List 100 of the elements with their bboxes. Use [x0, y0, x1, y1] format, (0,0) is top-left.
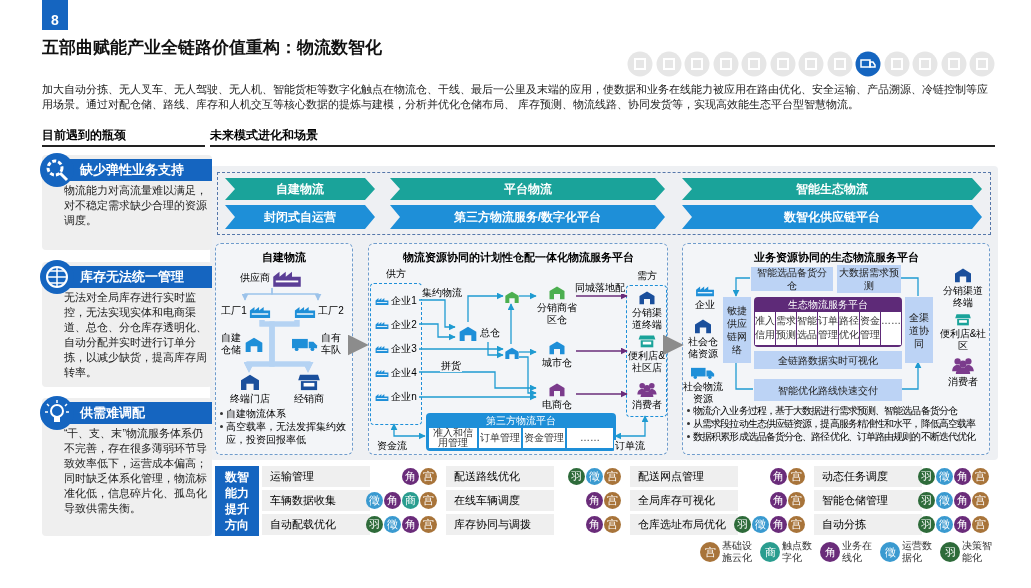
panel-frame: [682, 243, 990, 455]
node-label: 分销渠道终端: [942, 285, 984, 309]
category-badge: 角: [402, 468, 419, 485]
panel-title: 自建物流: [261, 250, 307, 265]
card-text: 物流能力对高流量难以满足，对不稳定需求缺少合理的资源调度。: [64, 183, 208, 228]
legend-label: 基础设施云化: [722, 540, 753, 564]
node-label: 便利店&社区: [939, 327, 987, 352]
arrow: [614, 415, 649, 440]
edge-label: 拼货: [440, 360, 462, 372]
node-label: 企业4: [391, 367, 417, 379]
node-label: 企业3: [391, 343, 417, 355]
category-badge: 羽: [734, 516, 751, 533]
capability-row: 仓库选址布局优化: [630, 514, 738, 535]
category-badge: 徵: [936, 468, 953, 485]
arrow: [467, 292, 504, 323]
category-badge: 商: [402, 492, 419, 509]
category-badge: 角: [770, 468, 787, 485]
node-label: 企业2: [391, 319, 417, 331]
edge-label: 订单流: [614, 440, 646, 452]
platform-panel: [426, 413, 616, 451]
capability-row: 配送网点管理: [630, 466, 738, 487]
node-label: 消费者: [631, 399, 662, 411]
edge-label: 资金流: [376, 440, 408, 452]
arrow: [418, 345, 504, 353]
category-badge: 角: [954, 492, 971, 509]
card-text: “干、支、末”物流服务体系仍不完善，存在很多薄弱环节导致效率低下，运营成本偏高；同时缺乏体系化管理，物流标准化低，信息碎片化、孤岛化导致供需失衡。: [64, 426, 208, 516]
legend-label: 触点数字化: [782, 540, 813, 564]
category-badge: 宫: [972, 468, 989, 485]
node-label: 总仓: [479, 327, 500, 339]
panel-frame: [368, 243, 668, 455]
problem-card: [42, 155, 212, 250]
chevron-banner: 数智化供应链平台: [682, 205, 982, 229]
arrow: [418, 371, 537, 392]
edge-label: 同城落地配: [574, 282, 626, 294]
capability-row: 运输管理: [262, 466, 370, 487]
category-badge: 羽: [918, 492, 935, 509]
process-box: 全链路数据实时可视化: [754, 351, 902, 369]
function-cell: 准入和信用管理: [429, 428, 477, 448]
node-label: 自建仓储: [220, 332, 242, 356]
category-badge: 宫: [788, 516, 805, 533]
bullet-item: 高空载率，无法发挥集约效应，投资回报率低: [219, 420, 352, 446]
process-box: 智能优化路线快速交付: [754, 379, 902, 401]
function-cell: ……: [567, 428, 613, 448]
platform-title: 生态物流服务平台: [787, 298, 869, 311]
function-cell: ……: [881, 312, 901, 345]
block-arrow: [347, 334, 369, 356]
node-label: 终端门店: [230, 393, 270, 405]
chevron-banner: 自建物流: [225, 178, 375, 200]
arrow: [575, 347, 628, 355]
function-cell: 资金管理: [860, 312, 880, 345]
capability-row: 在线车辆调度: [446, 490, 554, 511]
section-heading: 目前遇到的瓶颈: [42, 128, 126, 143]
section-heading: 未来模式进化和场景: [210, 128, 318, 143]
direction-box: 数智能力提升方向: [215, 466, 259, 536]
category-badge: 宫: [972, 492, 989, 509]
page-title: 五部曲赋能产业全链路价值重构：物流数智化: [42, 37, 382, 59]
arrow: [900, 361, 922, 390]
process-box: 智能选品备货分仓: [751, 267, 833, 291]
function-cell: 准入信用: [755, 312, 775, 345]
capability-row: 自动分拣: [814, 514, 922, 535]
legend-label: 决策智能化: [962, 540, 993, 564]
category-badge: 宫: [420, 468, 437, 485]
capability-row: 全局库存可视化: [630, 490, 738, 511]
bullet-item: 从需求段拉动生态供应链资源，提高服务精准性和水平，降低高空载率: [686, 417, 989, 430]
function-cell: 需求预测: [776, 312, 796, 345]
category-badge: 徵: [384, 516, 401, 533]
group-heading: 供方: [385, 267, 407, 281]
arrow: [732, 277, 751, 297]
legend-badge: 徵: [880, 542, 900, 562]
category-badge: 宫: [604, 492, 621, 509]
description-text: 加大自动分拣、无人叉车、无人驾驶、无人机、智能货柜等数字化触点在物流仓、干线、最后一公里及末端的应用，使数据和业务在线能力被应用在路由优化、安全运输、产品溯源、冷链控制等应用场景。通过对配仓储、路线、库存和人机交互等核心数据的提炼与建模，分析并优化仓储布局、 库存预测、物流线路、协同发货等，实现高效能生态平台型智慧物流。: [42, 82, 989, 112]
category-badge: 宫: [420, 492, 437, 509]
arrow: [418, 323, 456, 341]
panel-title: 业务资源协同的生态物流服务平台: [752, 250, 920, 265]
arrow: [518, 348, 537, 356]
block-arrow: [662, 334, 684, 356]
category-badge: 徵: [936, 516, 953, 533]
category-badge: 羽: [918, 468, 935, 485]
category-badge: 角: [586, 516, 603, 533]
node-label: 城市仓: [542, 356, 572, 369]
bullet-item: 物流介入业务过程，基于大数据进行需求预测、智能选品备货分仓: [686, 404, 989, 417]
node-label: 供应商: [239, 272, 270, 284]
arrow: [518, 356, 537, 397]
bullet-item: 数据积累形成选品备货分仓、路径优化、订单路由规则的不断迭代优化: [686, 430, 989, 443]
block-arrow: [269, 320, 314, 373]
category-badge: 徵: [936, 492, 953, 509]
category-badge: 宫: [420, 516, 437, 533]
arrow: [507, 303, 515, 345]
node-label: 企业: [695, 298, 715, 311]
category-badge: 角: [954, 468, 971, 485]
node-label: 工厂2: [318, 305, 344, 317]
category-badge: 羽: [918, 516, 935, 533]
category-badge: 角: [402, 516, 419, 533]
function-cell: 智能选品: [797, 312, 817, 345]
capability-row: 智能仓储管理: [814, 490, 922, 511]
edge-label: 集约物流: [421, 287, 463, 299]
category-badge: 宫: [604, 516, 621, 533]
arrow: [418, 299, 456, 331]
capability-row: 库存协同与调拨: [446, 514, 554, 535]
category-badge: 宫: [604, 468, 621, 485]
